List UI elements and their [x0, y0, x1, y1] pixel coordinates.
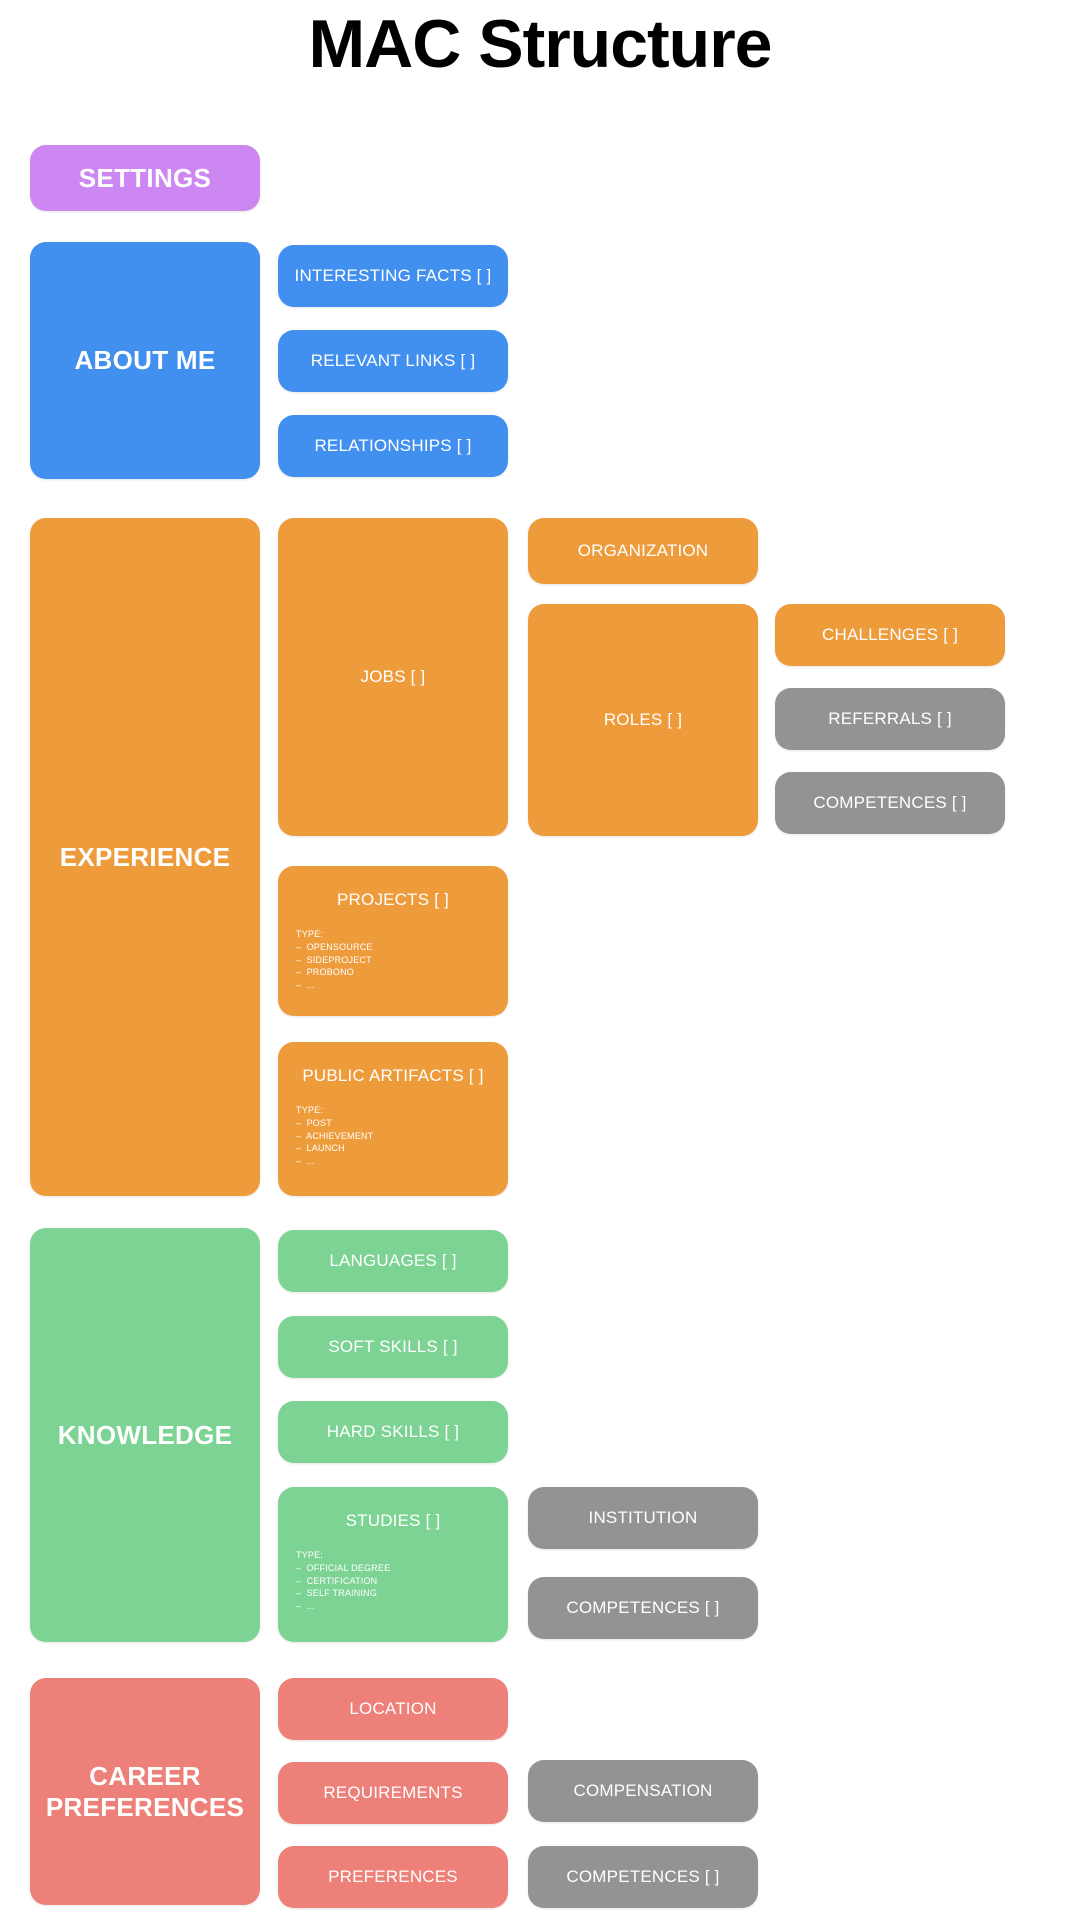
career-compensation-box[interactable]: COMPENSATION	[528, 1760, 758, 1822]
career-requirements-box[interactable]: REQUIREMENTS	[278, 1762, 508, 1824]
about-me-relevant-links-box[interactable]: RELEVANT LINKS [ ]	[278, 330, 508, 392]
experience-roles-box[interactable]: ROLES [ ]	[528, 604, 758, 836]
challenges-label: CHALLENGES [ ]	[821, 625, 958, 644]
public-artifacts-type-item: – ...	[296, 1156, 315, 1167]
knowledge-competences-label: COMPETENCES [ ]	[566, 1598, 720, 1617]
interesting-facts-label: INTERESTING FACTS [ ]	[294, 266, 492, 285]
about-me-category-box[interactable]: ABOUT ME	[30, 242, 260, 479]
organization-label: ORGANIZATION	[577, 541, 709, 560]
knowledge-category-box[interactable]: KNOWLEDGE	[30, 1228, 260, 1642]
career-location-box[interactable]: LOCATION	[278, 1678, 508, 1740]
knowledge-competences-box[interactable]: COMPETENCES [ ]	[528, 1577, 758, 1639]
preferences-label: PREFERENCES	[328, 1867, 458, 1886]
projects-label: PROJECTS [ ]	[337, 890, 449, 909]
career-preferences-label: CAREER PREFERENCES	[45, 1760, 245, 1822]
studies-type-item: – SELF TRAINING	[296, 1588, 378, 1599]
institution-label: INSTITUTION	[588, 1508, 698, 1527]
settings-label: SETTINGS	[78, 162, 212, 193]
about-me-label: ABOUT ME	[74, 345, 216, 376]
knowledge-hard-skills-box[interactable]: HARD SKILLS [ ]	[278, 1401, 508, 1463]
projects-type-item: – ...	[296, 980, 315, 991]
page-title: MAC Structure	[308, 6, 772, 82]
projects-type-heading: TYPE:	[296, 929, 324, 939]
career-preferences-category-box[interactable]: CAREER PREFERENCES	[30, 1678, 260, 1905]
relationships-label: RELATIONSHIPS [ ]	[314, 436, 472, 455]
career-preferences-box[interactable]: PREFERENCES	[278, 1846, 508, 1908]
referrals-label: REFERRALS [ ]	[828, 709, 952, 728]
jobs-label: JOBS [ ]	[360, 667, 426, 686]
knowledge-institution-box[interactable]: INSTITUTION	[528, 1487, 758, 1549]
about-me-relationships-box[interactable]: RELATIONSHIPS [ ]	[278, 415, 508, 477]
experience-label: EXPERIENCE	[59, 841, 231, 872]
studies-type-item: – ...	[296, 1601, 315, 1612]
public-artifacts-type-item: – POST	[296, 1117, 332, 1128]
projects-type-list: TYPE: – OPENSOURCE – SIDEPROJECT – PROBO…	[296, 928, 508, 992]
relevant-links-label: RELEVANT LINKS [ ]	[310, 351, 476, 370]
career-competences-box[interactable]: COMPETENCES [ ]	[528, 1846, 758, 1908]
soft-skills-label: SOFT SKILLS [ ]	[328, 1337, 458, 1356]
settings-category-box[interactable]: SETTINGS	[30, 145, 260, 211]
career-competences-label: COMPETENCES [ ]	[566, 1867, 720, 1886]
studies-type-item: – CERTIFICATION	[296, 1575, 378, 1586]
knowledge-soft-skills-box[interactable]: SOFT SKILLS [ ]	[278, 1316, 508, 1378]
studies-label: STUDIES [ ]	[345, 1511, 441, 1530]
compensation-label: COMPENSATION	[573, 1781, 713, 1800]
experience-organization-box[interactable]: ORGANIZATION	[528, 518, 758, 584]
public-artifacts-type-list: TYPE: – POST – ACHIEVEMENT – LAUNCH – ..…	[296, 1104, 508, 1168]
experience-category-box[interactable]: EXPERIENCE	[30, 518, 260, 1196]
experience-competences-box[interactable]: COMPETENCES [ ]	[775, 772, 1005, 834]
experience-competences-label: COMPETENCES [ ]	[813, 793, 967, 812]
languages-label: LANGUAGES [ ]	[329, 1251, 457, 1270]
projects-type-item: – OPENSOURCE	[296, 941, 373, 952]
roles-label: ROLES [ ]	[603, 710, 683, 729]
experience-projects-box[interactable]: PROJECTS [ ] TYPE: – OPENSOURCE – SIDEPR…	[278, 866, 508, 1016]
knowledge-label: KNOWLEDGE	[57, 1419, 233, 1450]
studies-type-list: TYPE: – OFFICIAL DEGREE – CERTIFICATION …	[296, 1549, 508, 1613]
public-artifacts-type-heading: TYPE:	[296, 1105, 324, 1115]
knowledge-languages-box[interactable]: LANGUAGES [ ]	[278, 1230, 508, 1292]
experience-referrals-box[interactable]: REFERRALS [ ]	[775, 688, 1005, 750]
public-artifacts-label: PUBLIC ARTIFACTS [ ]	[302, 1066, 484, 1085]
experience-public-artifacts-box[interactable]: PUBLIC ARTIFACTS [ ] TYPE: – POST – ACHI…	[278, 1042, 508, 1196]
studies-type-heading: TYPE:	[296, 1550, 324, 1560]
knowledge-studies-box[interactable]: STUDIES [ ] TYPE: – OFFICIAL DEGREE – CE…	[278, 1487, 508, 1642]
projects-type-item: – SIDEPROJECT	[296, 954, 372, 965]
public-artifacts-type-item: – LAUNCH	[296, 1143, 345, 1154]
experience-jobs-box[interactable]: JOBS [ ]	[278, 518, 508, 836]
hard-skills-label: HARD SKILLS [ ]	[326, 1422, 460, 1441]
public-artifacts-type-item: – ACHIEVEMENT	[296, 1130, 374, 1141]
location-label: LOCATION	[349, 1699, 437, 1718]
about-me-interesting-facts-box[interactable]: INTERESTING FACTS [ ]	[278, 245, 508, 307]
projects-type-item: – PROBONO	[296, 967, 355, 978]
studies-type-item: – OFFICIAL DEGREE	[296, 1562, 391, 1573]
experience-challenges-box[interactable]: CHALLENGES [ ]	[775, 604, 1005, 666]
requirements-label: REQUIREMENTS	[323, 1783, 463, 1802]
